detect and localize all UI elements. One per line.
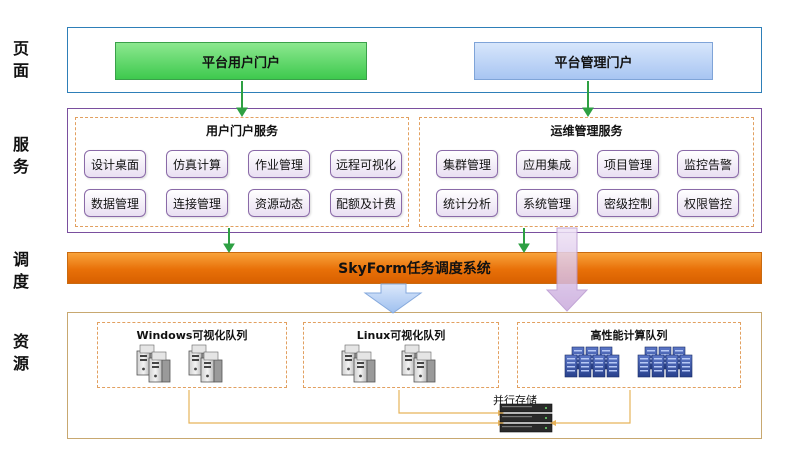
layer-label-char: 服 bbox=[12, 135, 29, 154]
service-layer-frame bbox=[67, 108, 762, 233]
ops-services-title: 运维管理服务 bbox=[550, 124, 623, 138]
service-label: 数据管理 bbox=[90, 196, 139, 211]
service-label: 设计桌面 bbox=[90, 157, 139, 172]
service-label: 系统管理 bbox=[522, 196, 571, 211]
user-portal-label: 平台用户门户 bbox=[201, 55, 280, 71]
windows-queue-title: Windows可视化队列 bbox=[136, 329, 248, 342]
service-resource-dynamics[interactable]: 资源动态 bbox=[248, 189, 310, 217]
service-label: 仿真计算 bbox=[172, 157, 221, 172]
linux-queue-title: Linux可视化队列 bbox=[356, 329, 446, 342]
layer-label-service: 服务 bbox=[8, 134, 34, 178]
layer-label-schedule: 调度 bbox=[8, 249, 34, 293]
service-label: 密级控制 bbox=[603, 196, 652, 211]
layer-label-char: 资 bbox=[12, 332, 29, 351]
windows-server-icon-1 bbox=[136, 344, 171, 383]
layer-label-char: 页 bbox=[12, 39, 29, 58]
layer-label-page: 页面 bbox=[8, 38, 34, 82]
linux-queue-group bbox=[303, 322, 499, 388]
linux-server-icon-2 bbox=[401, 344, 436, 383]
layer-label-char: 务 bbox=[12, 157, 29, 176]
service-system-management[interactable]: 系统管理 bbox=[516, 189, 578, 217]
layer-label-char: 度 bbox=[12, 272, 29, 291]
service-design-desktop[interactable]: 设计桌面 bbox=[84, 150, 146, 178]
arrow-ops-services-down bbox=[518, 228, 530, 253]
storage-arrowheads bbox=[498, 410, 556, 426]
service-simulation[interactable]: 仿真计算 bbox=[166, 150, 228, 178]
service-cluster-management[interactable]: 集群管理 bbox=[436, 150, 498, 178]
layer-label-char: 源 bbox=[12, 354, 29, 373]
service-statistics[interactable]: 统计分析 bbox=[436, 189, 498, 217]
service-app-integration[interactable]: 应用集成 bbox=[516, 150, 578, 178]
scheduler-bar[interactable]: SkyForm任务调度系统 bbox=[67, 252, 762, 284]
admin-portal-box[interactable]: 平台管理门户 bbox=[474, 42, 713, 80]
arrow-user-portal-down bbox=[236, 81, 248, 117]
service-label: 集群管理 bbox=[442, 157, 491, 172]
layer-label-resource: 资源 bbox=[8, 331, 34, 375]
parallel-storage-icon bbox=[499, 403, 553, 433]
hpc-rack-cluster-icon-1 bbox=[564, 346, 620, 378]
service-monitoring-alerts[interactable]: 监控告警 bbox=[677, 150, 739, 178]
service-label: 作业管理 bbox=[254, 157, 303, 172]
layer-label-char: 面 bbox=[12, 61, 29, 80]
blue-arrow-icon bbox=[363, 283, 423, 314]
service-label: 项目管理 bbox=[603, 157, 652, 172]
service-permission-control[interactable]: 权限管控 bbox=[677, 189, 739, 217]
service-label: 连接管理 bbox=[172, 196, 221, 211]
arrow-admin-portal-down bbox=[582, 81, 594, 117]
hpc-rack-cluster-icon-2 bbox=[637, 346, 693, 378]
user-portal-services-group bbox=[75, 117, 409, 227]
service-label: 应用集成 bbox=[522, 157, 571, 172]
service-label: 远程可视化 bbox=[335, 157, 396, 172]
layer-label-char: 调 bbox=[12, 250, 29, 269]
service-label: 资源动态 bbox=[254, 196, 303, 211]
service-connection-management[interactable]: 连接管理 bbox=[166, 189, 228, 217]
service-security-level-control[interactable]: 密级控制 bbox=[597, 189, 659, 217]
service-label: 配额及计费 bbox=[335, 196, 396, 211]
user-portal-services-title: 用户门户服务 bbox=[205, 124, 278, 138]
storage-connections bbox=[188, 390, 631, 424]
windows-queue-group bbox=[97, 322, 287, 388]
service-quota-billing[interactable]: 配额及计费 bbox=[330, 189, 402, 217]
windows-server-icon-2 bbox=[188, 344, 223, 383]
admin-portal-label: 平台管理门户 bbox=[554, 55, 633, 71]
page-layer-frame bbox=[67, 27, 762, 93]
resource-layer-frame bbox=[67, 312, 762, 439]
hpc-queue-group bbox=[517, 322, 741, 388]
purple-arrow-icon bbox=[545, 227, 589, 312]
user-portal-box[interactable]: 平台用户门户 bbox=[115, 42, 367, 80]
ops-services-group bbox=[419, 117, 754, 227]
arrow-user-services-down bbox=[223, 228, 235, 253]
service-label: 统计分析 bbox=[442, 196, 491, 211]
linux-server-icon-1 bbox=[341, 344, 376, 383]
scheduler-label: SkyForm任务调度系统 bbox=[338, 261, 491, 277]
service-data-management[interactable]: 数据管理 bbox=[84, 189, 146, 217]
service-job-management[interactable]: 作业管理 bbox=[248, 150, 310, 178]
service-label: 监控告警 bbox=[683, 157, 732, 172]
service-remote-visualization[interactable]: 远程可视化 bbox=[330, 150, 402, 178]
service-label: 权限管控 bbox=[683, 196, 732, 211]
hpc-queue-title: 高性能计算队列 bbox=[590, 329, 668, 342]
service-project-management[interactable]: 项目管理 bbox=[597, 150, 659, 178]
